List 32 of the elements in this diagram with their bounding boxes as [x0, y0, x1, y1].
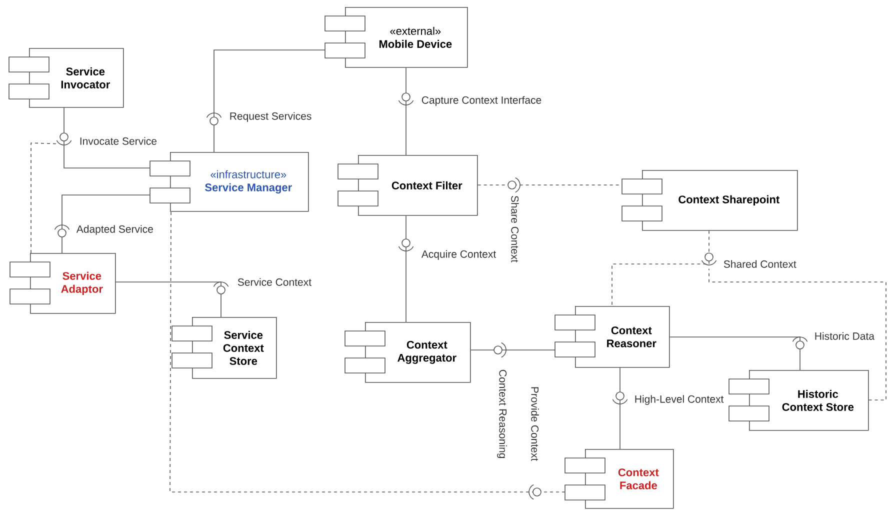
component-box: «external» Mobile Device: [324, 7, 468, 68]
edge-label: Invocate Service: [78, 136, 158, 146]
edge-label: Share Context: [510, 194, 520, 264]
component-box: Context Reasoner: [554, 306, 670, 368]
component-box: Service Invocator: [8, 48, 124, 108]
connector: [115, 282, 222, 318]
connector: [64, 107, 150, 168]
connector: [170, 211, 566, 492]
component-box: Context Aggregator: [344, 322, 471, 383]
edge-label: Adapted Service: [75, 224, 154, 236]
connector: [708, 268, 886, 400]
connector: [669, 336, 800, 370]
edge-label: Service Context: [236, 277, 313, 287]
edge-label: Acquire Context: [420, 249, 498, 261]
component-box: Context Sharepoint: [622, 170, 798, 231]
connector: [612, 230, 710, 306]
component-box: Historic Context Store: [728, 370, 869, 431]
connector: [30, 142, 58, 254]
edge-label: Historic Data: [813, 331, 876, 341]
connector: [214, 50, 326, 152]
edge-label: Capture Context Interface: [420, 95, 543, 107]
edge-label: Context Reasoning: [496, 368, 508, 460]
edge-label: Provide Context: [530, 385, 540, 462]
edge-label: Request Services: [228, 111, 313, 123]
component-box: Context Filter: [338, 155, 478, 216]
component-box: Service Context Store: [172, 317, 277, 379]
edge-label: High-Level Context: [633, 394, 725, 406]
edge-label: Shared Context: [722, 259, 798, 269]
component-box: Service Adaptor: [10, 253, 116, 314]
component-box: «infrastructure» Service Manager: [150, 152, 309, 212]
component-box: Context Facade: [564, 449, 674, 509]
connector: [62, 194, 150, 254]
